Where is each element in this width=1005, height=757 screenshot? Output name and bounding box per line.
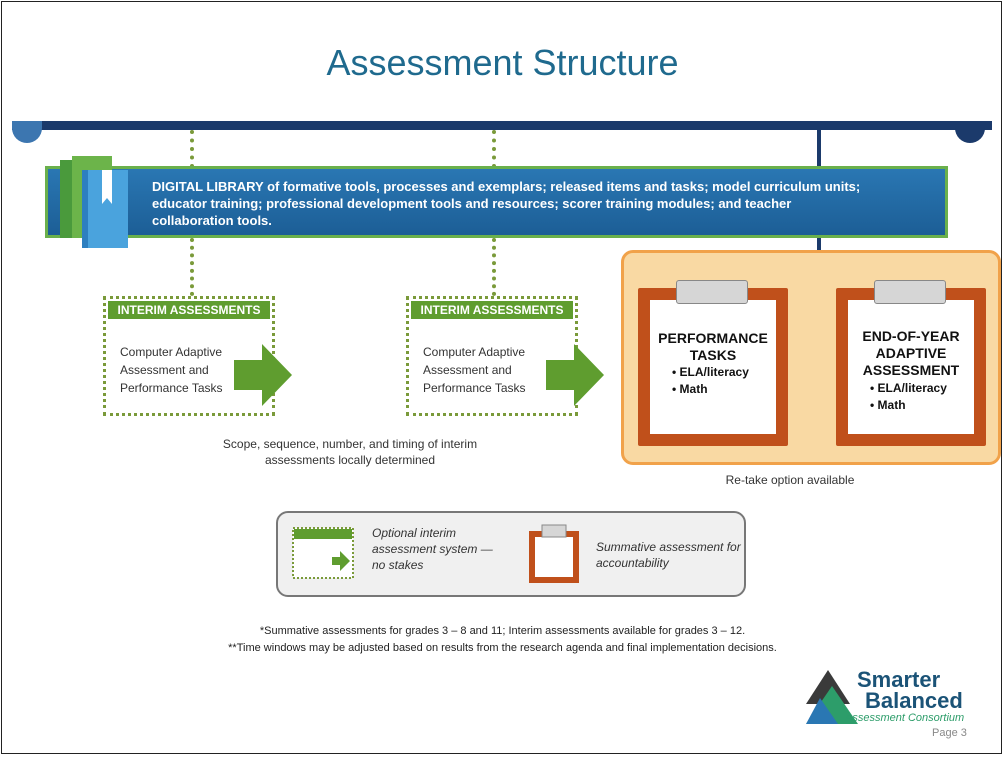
footnote-2: **Time windows may be adjusted based on … <box>228 642 777 654</box>
retake-note: Re-take option available <box>725 473 855 487</box>
legend-box: Optional interim assessment system — no … <box>276 511 746 597</box>
interim-box-body: Computer Adaptive Assessment and Perform… <box>120 345 223 395</box>
list-item: • ELA/literacy <box>672 365 749 379</box>
logo-text-balanced: Balanced <box>865 688 963 713</box>
arrow-right-icon <box>234 344 292 406</box>
connector-dotted-2-bottom <box>492 238 496 296</box>
interim-assessment-box-1: INTERIM ASSESSMENTS Computer Adaptive As… <box>103 296 275 416</box>
performance-tasks-clipboard: PERFORMANCE TASKS • ELA/literacy • Math <box>638 288 788 446</box>
digital-library-text: DIGITAL LIBRARY of formative tools, proc… <box>152 179 861 228</box>
interim-box-header: INTERIM ASSESSMENTS <box>108 301 270 319</box>
arrow-right-icon <box>546 344 604 406</box>
list-item: • Math <box>672 382 708 396</box>
performance-tasks-title: PERFORMANCE TASKS <box>658 330 768 363</box>
page-number: Page 3 <box>932 727 967 739</box>
timeline-bar <box>12 121 992 130</box>
logo-text-smarter: Smarter <box>857 667 941 692</box>
clipboard-clip-icon <box>676 280 748 304</box>
end-of-year-list: • ELA/literacy • Math <box>870 380 947 414</box>
clipboard-clip-icon <box>874 280 946 304</box>
timeline-left-cap <box>12 121 42 143</box>
performance-tasks-list: • ELA/literacy • Math <box>672 364 749 398</box>
end-of-year-title: END-OF-YEAR ADAPTIVE ASSESSMENT <box>862 328 960 378</box>
slide-title: Assessment Structure <box>326 42 679 83</box>
interim-legend-icon <box>292 527 354 579</box>
connector-dotted-2-top <box>492 130 496 168</box>
interim-box-body: Computer Adaptive Assessment and Perform… <box>423 345 526 395</box>
connector-solid-top <box>817 130 821 168</box>
logo-text-consortium: Assessment Consortium <box>845 712 965 724</box>
interim-box-header: INTERIM ASSESSMENTS <box>411 301 573 319</box>
interim-assessment-box-2: INTERIM ASSESSMENTS Computer Adaptive As… <box>406 296 578 416</box>
end-of-year-clipboard: END-OF-YEAR ADAPTIVE ASSESSMENT • ELA/li… <box>836 288 986 446</box>
smarter-balanced-logo-icon <box>806 670 858 724</box>
list-item: • ELA/literacy <box>870 381 947 395</box>
clipboard-paper: END-OF-YEAR ADAPTIVE ASSESSMENT • ELA/li… <box>848 300 974 434</box>
connector-dotted-1-top <box>190 130 194 168</box>
clipboard-paper: PERFORMANCE TASKS • ELA/literacy • Math <box>650 300 776 434</box>
footnote-1: *Summative assessments for grades 3 – 8 … <box>259 625 746 637</box>
summative-legend-icon <box>529 524 579 583</box>
list-item: • Math <box>870 398 906 412</box>
digital-library-banner: DIGITAL LIBRARY of formative tools, proc… <box>45 166 948 238</box>
legend-interim-label: Optional interim assessment system — no … <box>372 526 493 572</box>
connector-dotted-1-bottom <box>190 238 194 296</box>
interim-note: Scope, sequence, number, and timing of i… <box>222 437 478 467</box>
timeline-right-cap <box>955 121 985 143</box>
legend-summative-label: Summative assessment for accountability <box>596 540 741 570</box>
books-icon <box>60 156 128 248</box>
